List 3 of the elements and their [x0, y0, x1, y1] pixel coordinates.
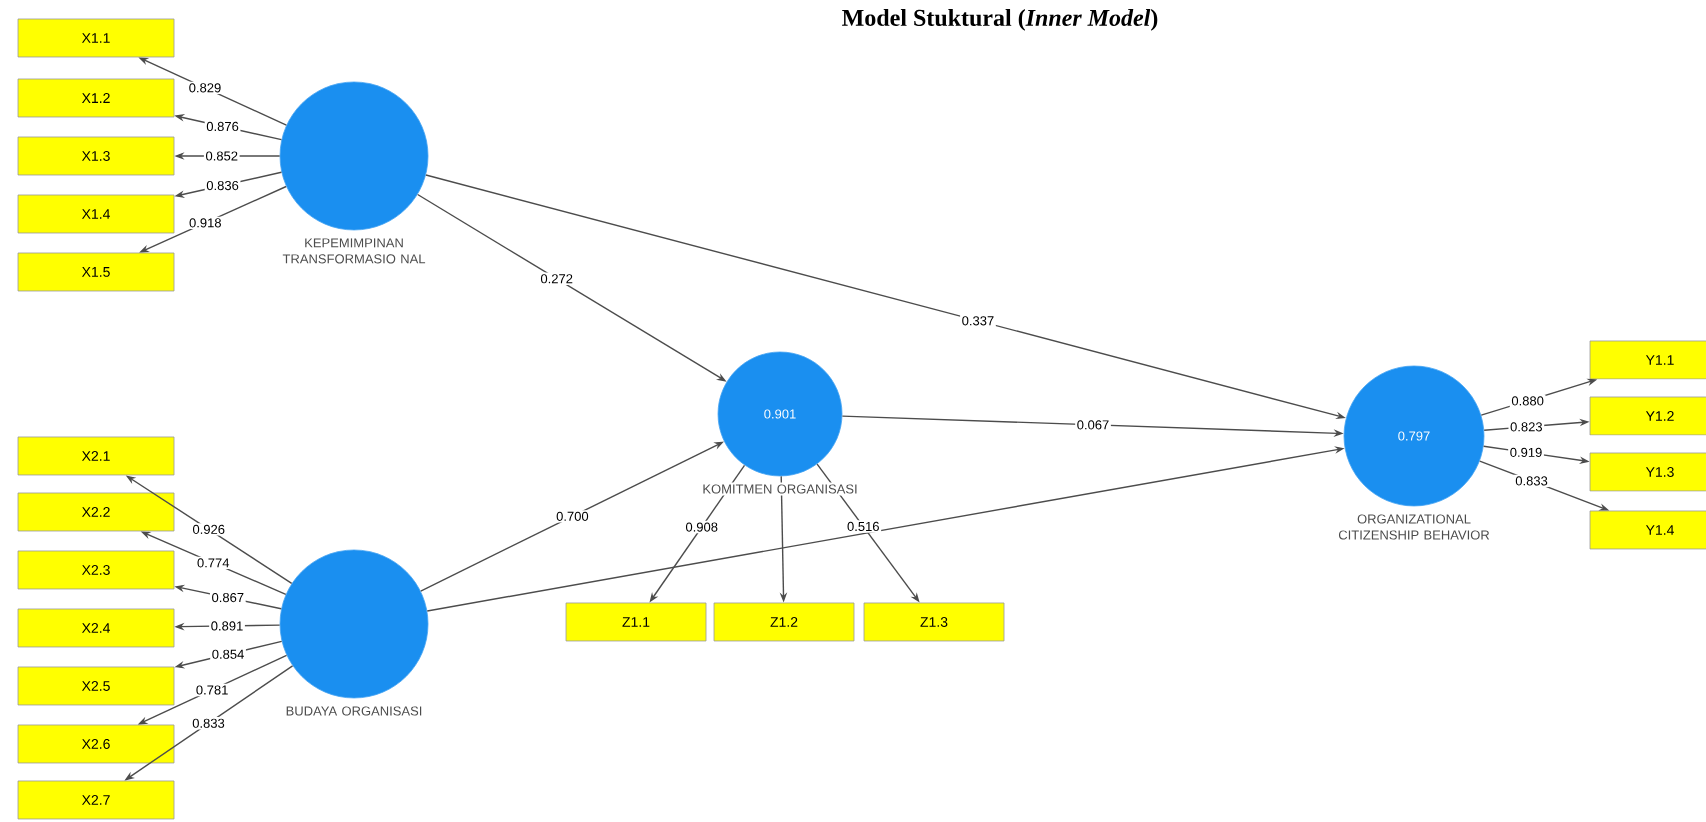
construct-circle — [279, 81, 429, 231]
construct-circle — [279, 549, 429, 699]
title: Model Stuktural (Inner Model) — [842, 9, 1158, 31]
